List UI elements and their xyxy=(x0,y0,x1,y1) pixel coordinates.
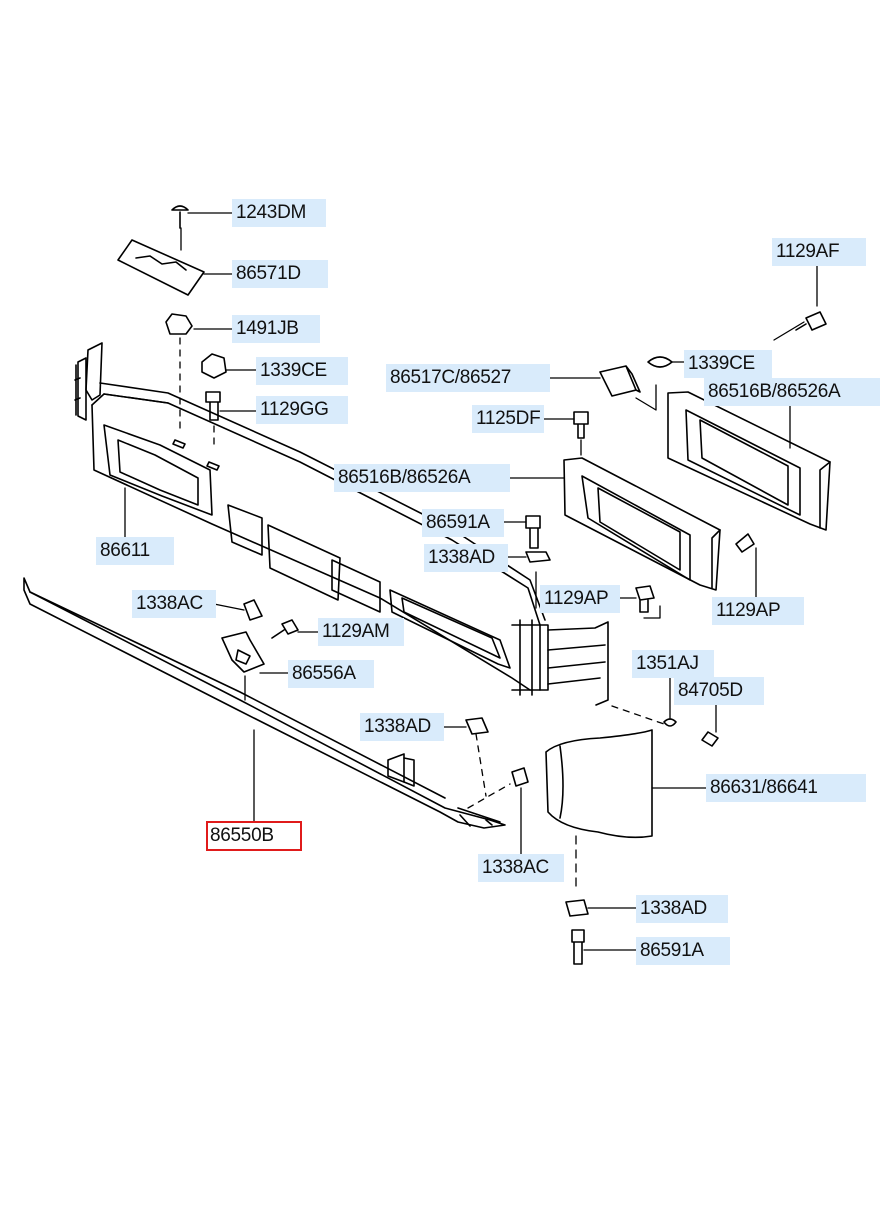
part-label-1129GG[interactable]: 1129GG xyxy=(256,396,348,424)
part-label-1338AC-left[interactable]: 1338AC xyxy=(132,590,216,618)
part-label-1338AD-lower[interactable]: 1338AD xyxy=(636,895,728,923)
part-label-86571D[interactable]: 86571D xyxy=(232,260,328,288)
part-label-1125DF[interactable]: 1125DF xyxy=(472,405,544,433)
part-label-86631-86641[interactable]: 86631/86641 xyxy=(706,774,866,802)
leader-lines xyxy=(124,212,818,951)
part-label-86591A-lower[interactable]: 86591A xyxy=(636,937,730,965)
part-label-86556A[interactable]: 86556A xyxy=(288,660,374,688)
part-label-1491JB[interactable]: 1491JB xyxy=(232,315,320,343)
part-label-86550B[interactable]: 86550B xyxy=(206,821,302,851)
part-label-1129AP-right[interactable]: 1129AP xyxy=(712,597,804,625)
part-label-86516B-86526A-right[interactable]: 86516B/86526A xyxy=(704,378,880,406)
hardware-drawing xyxy=(117,205,827,965)
part-label-86516B-86526A-mid[interactable]: 86516B/86526A xyxy=(334,464,510,492)
part-label-1339CE-right[interactable]: 1339CE xyxy=(684,350,772,378)
part-label-1351AJ[interactable]: 1351AJ xyxy=(632,650,714,678)
part-label-1243DM[interactable]: 1243DM xyxy=(232,199,326,227)
part-label-86517C-86527[interactable]: 86517C/86527 xyxy=(386,364,550,392)
part-label-1129AP-mid[interactable]: 1129AP xyxy=(540,585,620,613)
part-label-1129AF[interactable]: 1129AF xyxy=(772,238,866,266)
corner-cap-drawing xyxy=(545,729,653,839)
part-label-1338AC-lower[interactable]: 1338AC xyxy=(478,854,564,882)
lower-strip-drawing xyxy=(23,577,506,829)
part-label-1338AD-mid[interactable]: 1338AD xyxy=(360,713,444,741)
part-label-1339CE-left[interactable]: 1339CE xyxy=(256,357,348,385)
part-label-1338AD-upper[interactable]: 1338AD xyxy=(424,544,508,572)
center-bracket-drawing xyxy=(563,457,721,591)
part-label-84705D[interactable]: 84705D xyxy=(674,677,764,705)
part-label-86611[interactable]: 86611 xyxy=(96,537,174,565)
right-bracket-drawing xyxy=(667,391,831,531)
part-label-86591A-upper[interactable]: 86591A xyxy=(422,509,504,537)
part-label-1129AM[interactable]: 1129AM xyxy=(318,618,404,646)
